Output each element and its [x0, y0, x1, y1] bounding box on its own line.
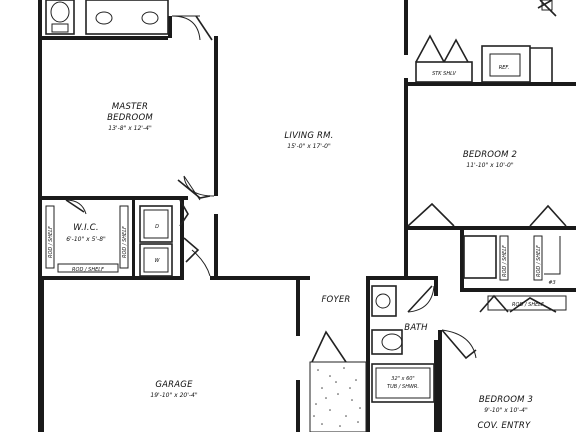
closet-rod-shelf-1: ROD / SHELF: [502, 245, 508, 277]
bedroom-3-dims: 9'-10" x 10'-4": [484, 407, 528, 414]
closet-rod-shelf-2: ROD / SHELF: [536, 245, 542, 277]
foyer-name: FOYER: [321, 295, 350, 305]
garage-dims: 19'-10" x 20'-4": [150, 392, 197, 399]
master-bedroom: MASTER BEDROOM 13'-8" x 12'-4": [107, 102, 215, 201]
bath-name: BATH: [404, 323, 428, 333]
living-room-name: LIVING RM.: [284, 131, 333, 141]
shelf-3-label: #3: [548, 280, 555, 286]
bedroom-2-dims: 11'-10" x 10'-0": [466, 162, 513, 169]
bath: 32" x 60" TUB / SHWR. BATH: [371, 285, 435, 403]
cov-entry-name: COV. ENTRY: [478, 421, 531, 431]
bedroom-2-name: BEDROOM 2: [463, 150, 517, 160]
tub-label: TUB / SHWR.: [387, 384, 419, 390]
master-bedroom-name-2: BEDROOM: [107, 113, 153, 123]
hall-closets: ROD / SHELF ROD / SHELF #3 ROD / SHELF: [463, 235, 567, 313]
garage-name: GARAGE: [155, 380, 193, 390]
living-room: LIVING RM. 15'-0" x 17'-0": [284, 131, 333, 150]
garage: GARAGE 19'-10" x 20'-4": [150, 380, 197, 399]
tub-size: 32" x 60": [391, 376, 414, 382]
laundry: D W: [139, 199, 211, 277]
bedroom-3: BEDROOM 3 9'-10" x 10'-4": [441, 329, 533, 414]
walk-in-closet: ROD / SHELF ROD / SHELF ROD / SHELF W.I.…: [45, 199, 129, 273]
dryer-label: D: [155, 224, 159, 230]
wic-dims: 6'-10" x 5'-8": [66, 236, 106, 243]
washer-label: W: [155, 258, 161, 264]
master-bath-fixtures: [45, 0, 213, 41]
living-room-dims: 15'-0" x 17'-0": [287, 143, 331, 150]
foyer: FOYER: [309, 295, 367, 432]
bedroom-3-rod-shelf: ROD / SHELF: [512, 302, 544, 308]
wic-rod-shelf-bottom: ROD / SHELF: [72, 267, 104, 273]
kitchen: STK SHLV REF.: [415, 0, 557, 83]
wic-rod-shelf-right: ROD / SHELF: [122, 226, 128, 258]
bedroom-2: BEDROOM 2 11'-10" x 10'-0": [407, 150, 567, 227]
covered-entry: COV. ENTRY: [478, 421, 531, 431]
master-bedroom-name-1: MASTER: [112, 102, 148, 112]
ref-label: REF.: [499, 65, 509, 71]
bedroom-3-name: BEDROOM 3: [479, 395, 533, 405]
entry-stipple: [313, 367, 361, 427]
wic-name: W.I.C.: [73, 223, 98, 233]
stk-shlv-label: STK SHLV: [432, 71, 456, 77]
walls: [38, 0, 576, 432]
wic-rod-shelf-left: ROD / SHELF: [48, 226, 54, 258]
master-bedroom-dims: 13'-8" x 12'-4": [108, 125, 152, 132]
